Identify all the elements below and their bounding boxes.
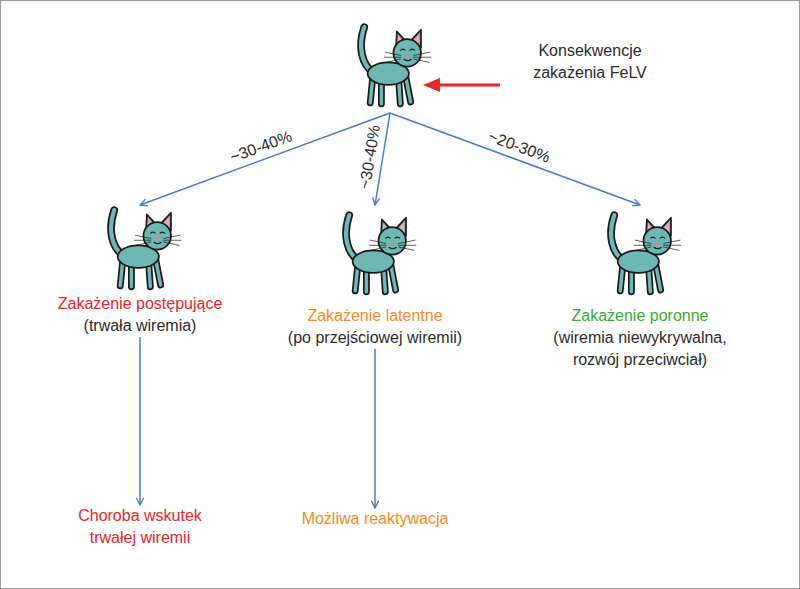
cat-illustration [361, 27, 431, 104]
pointer-arrowhead [423, 78, 440, 92]
cat-illustration [346, 215, 416, 292]
outcome-group: Zakażenie poronne(wiremia niewykrywalna,… [540, 205, 740, 371]
connector-arrow [374, 349, 376, 508]
connector-arrow [139, 337, 141, 505]
outcome-group: Zakażenie postępujące(trwała wiremia) [50, 205, 230, 337]
infected-cat: Konsekwencje zakażenia FeLV [345, 10, 435, 113]
node-heading: Zakażenie latentne [285, 305, 465, 327]
callout-text: Konsekwencje zakażenia FeLV [530, 40, 650, 84]
node-heading: Choroba wskutek trwałej wiremii [70, 505, 210, 549]
node-note: (trwała wiremia) [50, 315, 230, 337]
cat-illustration [611, 215, 681, 292]
pointer-arrow [436, 84, 500, 87]
node-heading: Zakażenie poronne [540, 305, 740, 327]
outcome-group: Zakażenie latentne(po przejściowej wirem… [285, 205, 465, 349]
cat-illustration [111, 210, 181, 287]
node-note: (wiremia niewykrywalna, rozwój przeciwci… [540, 327, 740, 371]
connector-arrow [390, 113, 640, 205]
node-note: (po przejściowej wiremii) [285, 327, 465, 349]
consequence-note: Możliwa reaktywacja [285, 508, 465, 530]
node-heading: Konsekwencje zakażenia FeLV [530, 40, 650, 84]
consequence-note: Choroba wskutek trwałej wiremii [70, 505, 210, 549]
node-heading: Możliwa reaktywacja [285, 508, 465, 530]
node-heading: Zakażenie postępujące [50, 293, 230, 315]
connector-arrow [140, 113, 390, 205]
